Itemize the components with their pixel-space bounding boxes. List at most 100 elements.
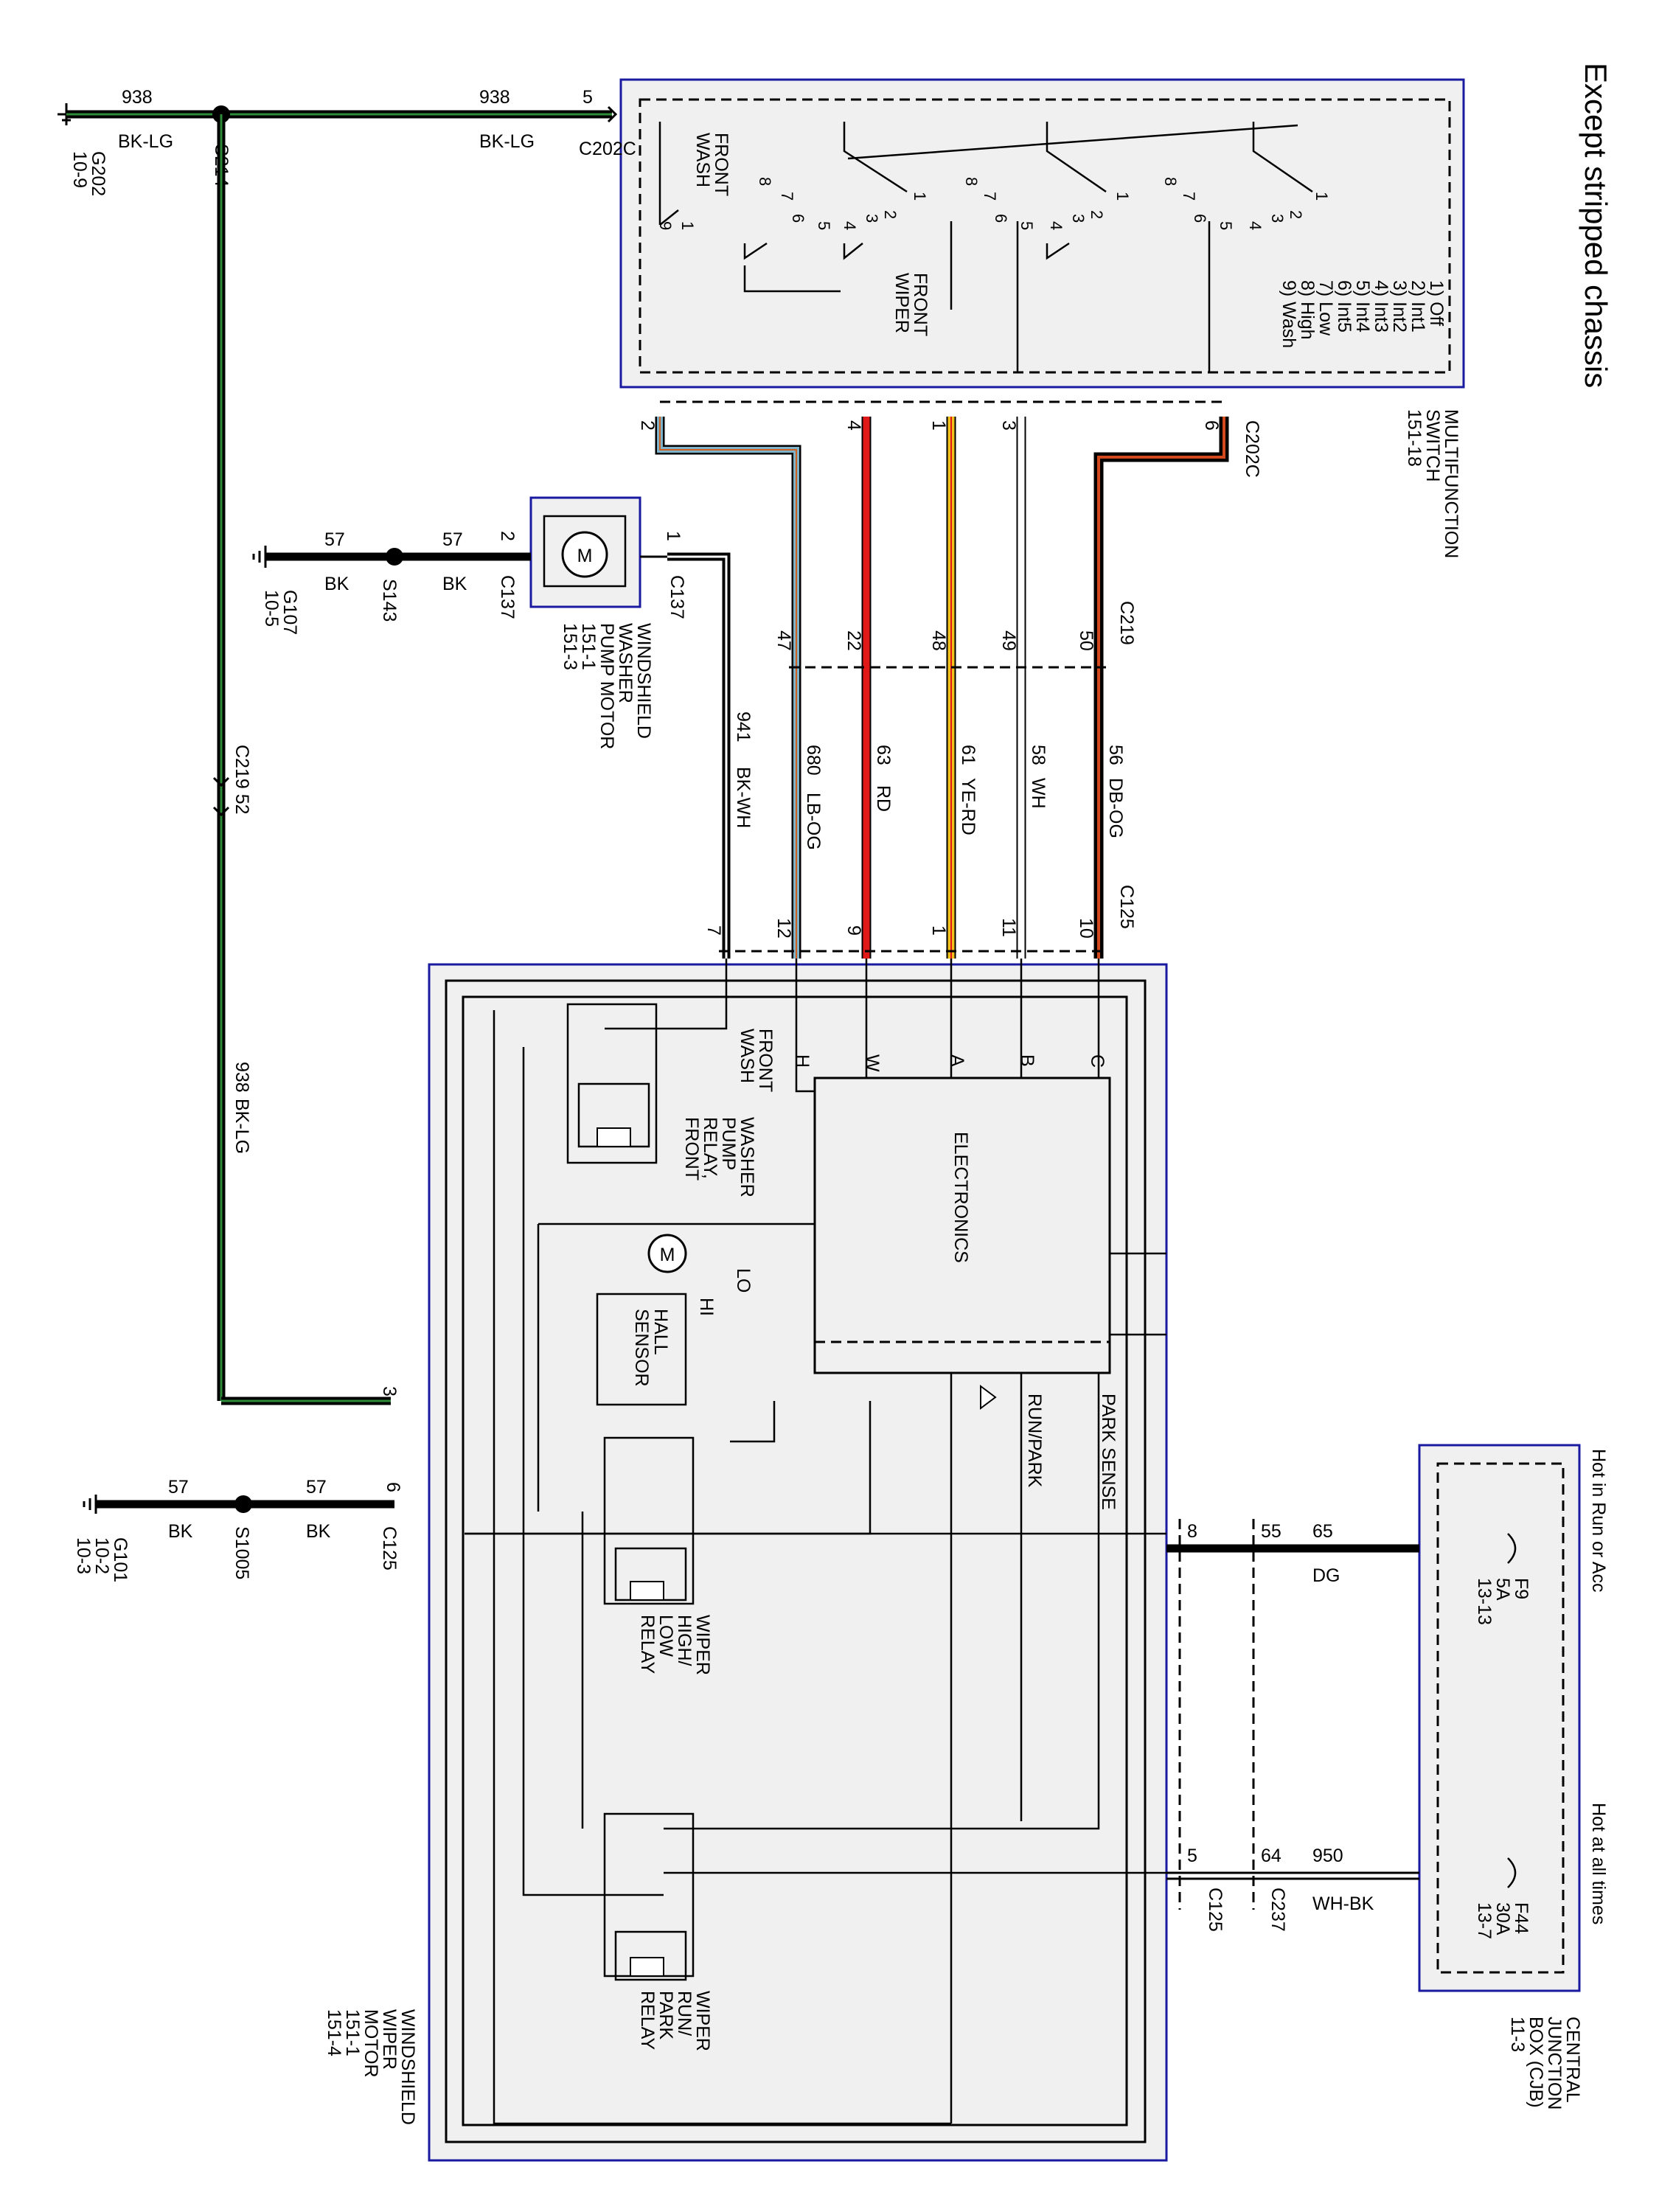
svg-text:2: 2: [497, 531, 518, 541]
svg-text:BK: BK: [442, 574, 467, 594]
svg-text:680: 680: [803, 745, 824, 776]
svg-text:9: 9: [844, 925, 864, 936]
svg-text:6: 6: [992, 214, 1010, 223]
svg-text:2) Int1: 2) Int1: [1408, 280, 1428, 333]
svg-text:57: 57: [168, 1477, 189, 1498]
svg-text:151-1: 151-1: [342, 2009, 363, 2056]
svg-text:9) Wash: 9) Wash: [1279, 280, 1299, 348]
svg-text:Hot in Run or Acc: Hot in Run or Acc: [1588, 1449, 1609, 1593]
svg-text:C137: C137: [667, 575, 687, 619]
svg-text:LB-OG: LB-OG: [803, 793, 824, 850]
svg-text:7: 7: [778, 192, 796, 201]
svg-text:G107: G107: [279, 590, 300, 635]
svg-text:M: M: [660, 1245, 675, 1265]
svg-text:3: 3: [1268, 214, 1287, 223]
svg-text:941: 941: [733, 712, 754, 742]
svg-text:WIPER: WIPER: [692, 1615, 713, 1675]
switch-position-legend: 1) Off 2) Int1 3) Int2 4) Int3 5) Int4 6…: [1279, 280, 1447, 348]
central-junction-box: Hot in Run or Acc Hot at all times F9 5A…: [1418, 1444, 1609, 2110]
svg-text:56: 56: [1105, 745, 1126, 765]
svg-text:BK: BK: [324, 574, 349, 594]
svg-text:1) Off: 1) Off: [1426, 280, 1447, 326]
svg-text:5) Int4: 5) Int4: [1352, 280, 1373, 333]
svg-text:6) Int5: 6) Int5: [1334, 280, 1354, 333]
harness-wires: [655, 400, 1229, 959]
svg-text:9: 9: [656, 221, 675, 230]
svg-text:HIGH/: HIGH/: [674, 1615, 695, 1666]
svg-text:3: 3: [379, 1386, 400, 1397]
svg-text:S143: S143: [379, 579, 400, 622]
svg-text:C219 52: C219 52: [232, 745, 252, 815]
svg-text:C219: C219: [1116, 601, 1137, 645]
svg-text:4: 4: [841, 221, 859, 230]
svg-text:HALL: HALL: [650, 1309, 671, 1355]
svg-text:3: 3: [998, 420, 1019, 431]
svg-text:CENTRAL: CENTRAL: [1562, 2017, 1583, 2103]
wire-938-label: 938: [122, 87, 153, 108]
svg-text:2: 2: [637, 420, 658, 431]
svg-text:5: 5: [815, 221, 833, 230]
page-title: Except stripped chassis: [1579, 63, 1613, 388]
svg-text:1: 1: [1312, 192, 1331, 201]
svg-text:1: 1: [1113, 192, 1132, 201]
svg-text:LOW: LOW: [655, 1615, 676, 1657]
svg-text:BK: BK: [306, 1521, 331, 1542]
svg-text:C237: C237: [1267, 1888, 1288, 1932]
svg-text:2: 2: [1287, 210, 1305, 219]
svg-text:F44: F44: [1511, 1902, 1531, 1934]
svg-text:C125: C125: [1116, 885, 1137, 929]
svg-text:WASHER: WASHER: [615, 623, 636, 703]
svg-text:22: 22: [844, 630, 864, 651]
svg-text:G202: G202: [88, 151, 108, 196]
svg-text:12: 12: [773, 918, 794, 939]
svg-text:7: 7: [1180, 192, 1198, 201]
svg-text:RUN/: RUN/: [674, 1991, 695, 2036]
svg-text:M: M: [577, 546, 593, 566]
svg-text:8) High: 8) High: [1297, 280, 1318, 340]
svg-text:RELAY: RELAY: [637, 1615, 658, 1674]
svg-text:5: 5: [1217, 221, 1235, 230]
svg-text:8: 8: [1187, 1521, 1197, 1542]
svg-text:8: 8: [1161, 177, 1180, 186]
svg-text:W: W: [862, 1054, 883, 1072]
svg-text:SWITCH: SWITCH: [1422, 409, 1443, 482]
svg-text:3: 3: [1069, 214, 1088, 223]
svg-text:4: 4: [844, 420, 864, 431]
svg-text:BK-LG: BK-LG: [232, 1099, 252, 1154]
svg-text:58: 58: [1028, 745, 1048, 765]
svg-text:FRONT: FRONT: [755, 1029, 776, 1092]
svg-text:10-3: 10-3: [73, 1537, 94, 1574]
svg-text:55: 55: [1261, 1521, 1281, 1542]
svg-text:3: 3: [863, 214, 881, 223]
svg-text:6: 6: [1191, 214, 1209, 223]
svg-text:BOX (CJB): BOX (CJB): [1526, 2017, 1546, 2108]
svg-text:2: 2: [1088, 210, 1106, 219]
svg-text:WH: WH: [1028, 778, 1048, 809]
svg-text:RD: RD: [873, 785, 894, 812]
svg-text:63: 63: [873, 745, 894, 765]
svg-text:6: 6: [789, 214, 807, 223]
svg-text:WASH: WASH: [692, 133, 713, 187]
svg-text:8: 8: [962, 177, 981, 186]
svg-text:3) Int2: 3) Int2: [1389, 280, 1410, 333]
svg-text:50: 50: [1076, 630, 1096, 651]
svg-text:FRONT: FRONT: [711, 133, 731, 196]
svg-text:1: 1: [678, 221, 697, 230]
svg-text:1: 1: [663, 531, 684, 541]
svg-text:PARK SENSE: PARK SENSE: [1098, 1394, 1119, 1510]
connector-c202c-5: [607, 105, 618, 123]
svg-text:48: 48: [928, 630, 949, 651]
svg-text:4: 4: [1047, 221, 1065, 230]
svg-text:57: 57: [324, 529, 345, 550]
svg-text:151-3: 151-3: [560, 623, 580, 670]
ground-g202: G202 10-9: [58, 103, 108, 196]
svg-text:BK-LG: BK-LG: [118, 131, 173, 152]
svg-text:10: 10: [1076, 918, 1096, 939]
svg-text:WINDSHIELD: WINDSHIELD: [633, 623, 654, 739]
svg-text:65: 65: [1312, 1521, 1333, 1542]
svg-text:57: 57: [442, 529, 463, 550]
svg-text:WIPER: WIPER: [692, 1991, 713, 2051]
svg-text:FRONT: FRONT: [910, 273, 931, 336]
svg-text:PUMP: PUMP: [718, 1117, 739, 1170]
svg-text:ELECTRONICS: ELECTRONICS: [950, 1132, 971, 1263]
